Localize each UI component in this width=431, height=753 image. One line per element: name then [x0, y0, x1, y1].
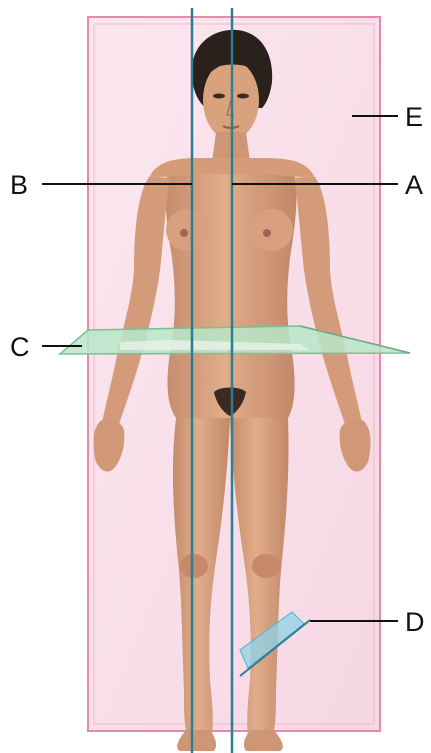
right-foot [177, 730, 216, 751]
left-foot [244, 730, 283, 751]
breast-right [166, 209, 208, 251]
label-c: C [10, 332, 30, 362]
right-eye [237, 94, 249, 99]
label-a: A [405, 170, 423, 200]
nipple-left [263, 229, 271, 237]
label-d: D [405, 607, 425, 637]
label-b: B [10, 170, 28, 200]
right-knee [180, 554, 208, 578]
left-eye [213, 94, 225, 99]
label-e: E [405, 102, 423, 132]
breast-left [251, 209, 293, 251]
left-knee [252, 554, 280, 578]
nipple-right [180, 229, 188, 237]
